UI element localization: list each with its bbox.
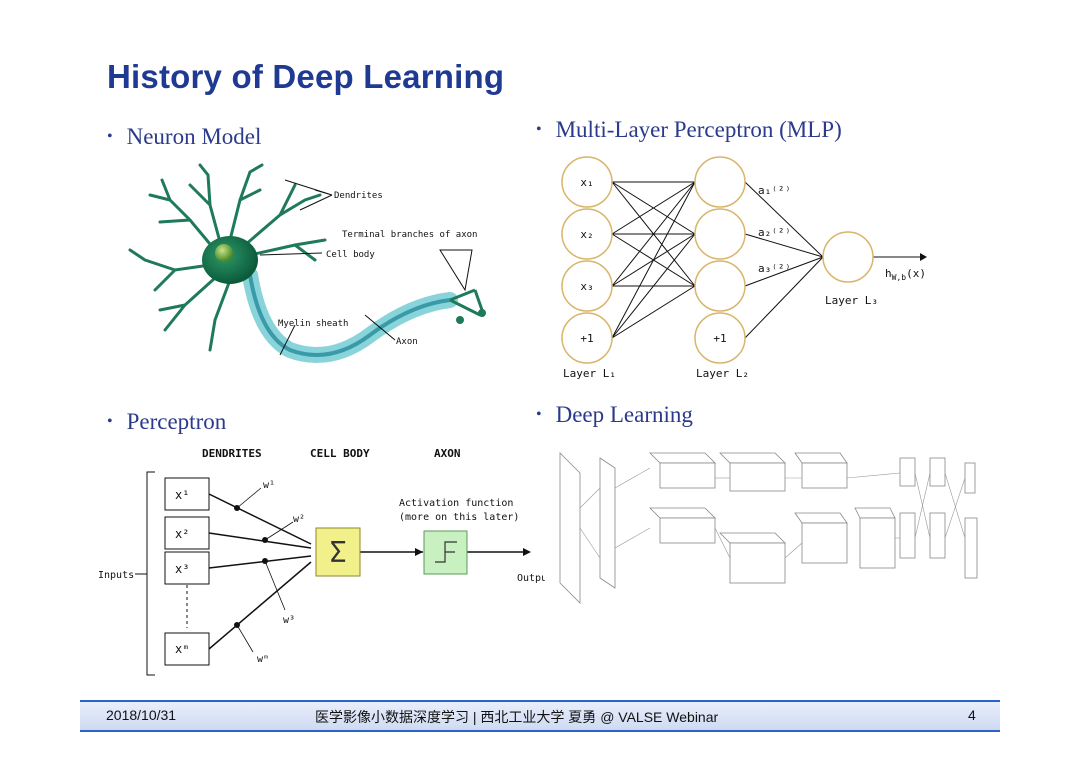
- mlp-diagram: x₁ x₂ x₃ +1 +1 a₁⁽²⁾ a₂⁽²⁾ a₃⁽²⁾ hW,b(x)…: [561, 156, 927, 380]
- perceptron-dendrites-heading: DENDRITES: [202, 447, 262, 460]
- mlp-layer-1: Layer L₁: [563, 367, 616, 380]
- perceptron-input-boxes: [164, 477, 210, 666]
- footer-bar: 2018/10/31 医学影像小数据深度学习 | 西北工业大学 夏勇 @ VAL…: [80, 700, 1000, 732]
- bullet-deep-learning-text: Deep Learning: [555, 402, 693, 427]
- neuron-diagram: Dendrites Terminal branches of axon Cell…: [128, 163, 486, 363]
- label-axon: Axon: [396, 337, 418, 347]
- perceptron-weight-lines: [208, 493, 523, 650]
- label-terminal-branches: Terminal branches of axon: [342, 230, 477, 240]
- nucleus: [215, 244, 233, 262]
- perceptron-xm: xᵐ: [175, 642, 189, 656]
- deep-learning-diagram: [559, 452, 978, 604]
- mlp-layer-2: Layer L₂: [696, 367, 749, 380]
- footer-date: 2018/10/31: [106, 707, 177, 723]
- perceptron-x1: x¹: [175, 488, 189, 502]
- axon-terminals: [449, 288, 484, 317]
- perceptron-x2: x²: [175, 527, 189, 541]
- mlp-hidden-bias: +1: [713, 332, 726, 345]
- mlp-activation-2: a₂⁽²⁾: [758, 226, 791, 239]
- footer-center-text: 医学影像小数据深度学习 | 西北工业大学 夏勇 @ VALSE Webinar: [315, 709, 719, 725]
- mlp-input-x1: x₁: [580, 176, 593, 189]
- perceptron-cellbody-heading: CELL BODY: [310, 447, 370, 460]
- bullet-neuron-model: •Neuron Model: [107, 124, 262, 149]
- mlp-layer-3: Layer L₃: [825, 294, 878, 307]
- perceptron-diagram: DENDRITES CELL BODY AXON Activation func…: [98, 447, 545, 676]
- mlp-input-bias: +1: [580, 332, 593, 345]
- bullet-perceptron: •Perceptron: [107, 409, 227, 434]
- slide-title: History of Deep Learning: [107, 58, 505, 95]
- mlp-output-label: hW,b(x): [885, 267, 926, 282]
- mlp-input-x3: x₃: [580, 280, 593, 293]
- step-function-icon: [435, 541, 457, 563]
- label-dendrites: Dendrites: [334, 191, 383, 201]
- mlp-nodes: [561, 156, 874, 364]
- label-cell-body: Cell body: [326, 250, 375, 260]
- perceptron-axon-heading: AXON: [434, 447, 461, 460]
- cell-body-shape: [202, 236, 258, 284]
- mlp-connections: [611, 181, 920, 339]
- bullet-mlp: •Multi-Layer Perceptron (MLP): [536, 117, 842, 142]
- bullet-deep-learning: •Deep Learning: [536, 402, 693, 427]
- network-connections: [579, 467, 966, 559]
- bullet-mlp-text: Multi-Layer Perceptron (MLP): [555, 117, 842, 142]
- perceptron-x3: x³: [175, 562, 189, 576]
- footer-page-number: 4: [968, 707, 976, 723]
- bullet-perceptron-text: Perceptron: [126, 409, 227, 434]
- summation-symbol: Σ: [330, 536, 347, 569]
- mlp-activation-3: a₃⁽²⁾: [758, 262, 791, 275]
- summation-box: [315, 527, 361, 577]
- perceptron-brace: [135, 471, 188, 676]
- perceptron-w3: w³: [283, 615, 295, 626]
- mlp-activation-1: a₁⁽²⁾: [758, 184, 791, 197]
- neuron-leader-lines: [259, 179, 473, 356]
- perceptron-activation-line1: Activation function: [399, 498, 513, 509]
- network-blocks: [559, 452, 978, 604]
- bullet-neuron-model-text: Neuron Model: [126, 124, 262, 149]
- mlp-input-x2: x₂: [580, 228, 593, 241]
- perceptron-inputs-label: Inputs: [98, 570, 134, 581]
- label-myelin-sheath: Myelin sheath: [278, 319, 348, 329]
- perceptron-wm: wᵐ: [257, 654, 269, 665]
- perceptron-activation-line2: (more on this later): [399, 512, 519, 523]
- perceptron-w2: w²: [293, 514, 305, 525]
- perceptron-w1: w¹: [263, 480, 275, 491]
- dendrite-branches: [128, 163, 327, 352]
- perceptron-output-label: Outpu: [517, 573, 545, 584]
